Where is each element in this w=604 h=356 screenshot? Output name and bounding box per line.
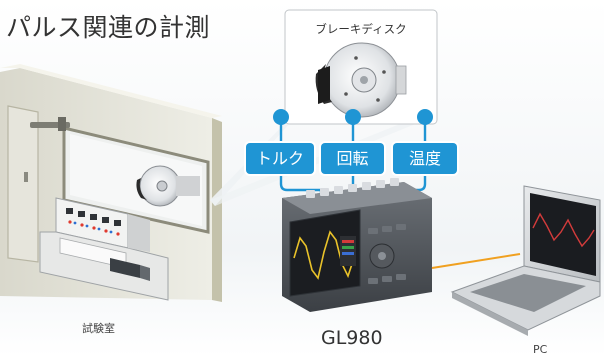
brake-disc-image [315, 42, 407, 118]
connection-dots [273, 109, 433, 125]
logger-pc-link [431, 253, 521, 269]
logger-model-label: GL980 [321, 327, 383, 349]
test-room-illustration [0, 64, 222, 302]
test-room-label: 試験室 [82, 322, 115, 335]
brake-disc-callout [210, 9, 438, 206]
gl980-data-logger [282, 178, 432, 312]
laptop-pc [450, 185, 601, 336]
pc-label: PC [533, 343, 548, 356]
torque-tag: トルク [246, 143, 314, 174]
brake-disc-label: ブレーキディスク [315, 22, 407, 36]
rotation-tag: 回転 [321, 143, 384, 174]
temperature-tag: 温度 [393, 143, 457, 174]
page-title: パルス関連の計測 [6, 13, 211, 42]
